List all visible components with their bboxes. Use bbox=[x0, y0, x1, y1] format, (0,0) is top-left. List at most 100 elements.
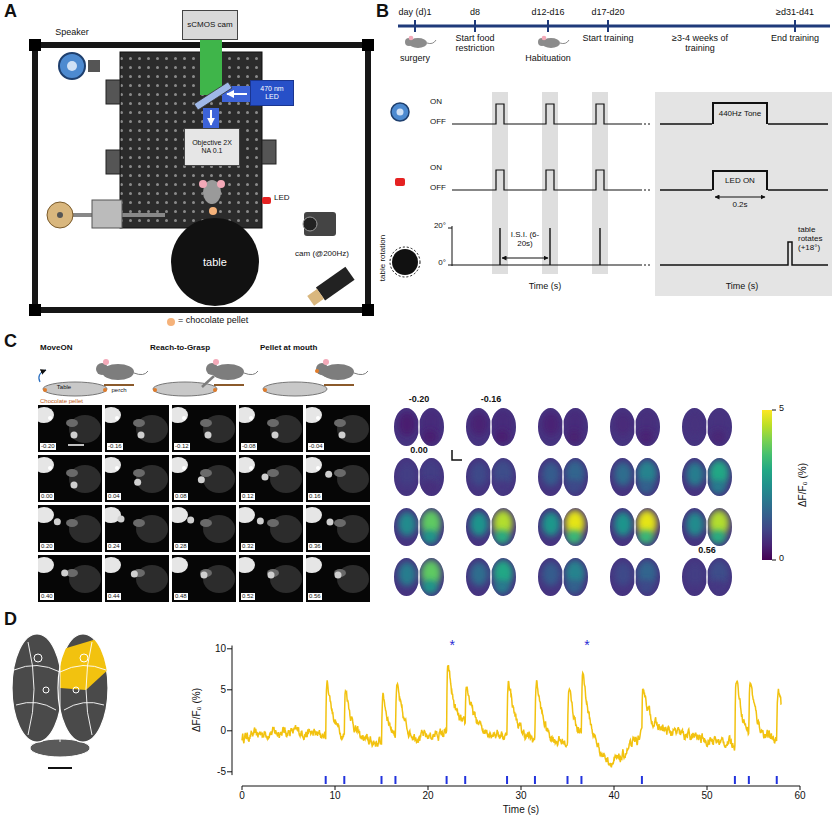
trace-plot-part bbox=[567, 776, 569, 784]
colorbar-tick: 5 bbox=[779, 404, 784, 414]
brain-maps-part-part bbox=[706, 408, 708, 446]
behavior-cartoons bbox=[39, 359, 462, 460]
behavior-cartoons-part-part bbox=[153, 388, 157, 392]
brain-maps-part-part bbox=[470, 512, 488, 536]
angle-label: 0° bbox=[438, 259, 446, 268]
node-text: 440Hz Tone bbox=[719, 110, 762, 119]
brain-maps-part-part bbox=[465, 558, 517, 596]
brain-maps-part-part bbox=[537, 408, 589, 446]
brain-maps-part-part bbox=[634, 508, 636, 546]
brain-maps-part-part bbox=[542, 562, 560, 586]
behavior-cartoons-part-part bbox=[134, 371, 148, 375]
protocol-illustration-part bbox=[640, 265, 652, 266]
time-stamp: 0.40 bbox=[40, 593, 54, 600]
video-frame: 0.40 bbox=[38, 555, 102, 602]
event-label: table rotates (+18°) bbox=[798, 226, 832, 252]
rig-illustration-part bbox=[306, 267, 354, 308]
protocol-illustration-part bbox=[405, 36, 436, 48]
brain-maps-part-part bbox=[710, 430, 726, 444]
protocol-illustration-part bbox=[492, 92, 508, 274]
behavior-cartoons-part-part bbox=[263, 382, 327, 396]
brain-maps-part-part bbox=[422, 530, 438, 544]
rig-illustration-part bbox=[304, 212, 336, 236]
protocol-illustration-part bbox=[768, 189, 828, 191]
protocol-illustration-part bbox=[542, 92, 558, 274]
rig-illustration-part bbox=[209, 207, 217, 215]
panel-label: C bbox=[4, 332, 17, 352]
stage-label: Habituation bbox=[525, 54, 571, 64]
trace-plot-part bbox=[242, 786, 243, 790]
rig-illustration-part bbox=[29, 304, 41, 316]
rig-illustration-part bbox=[59, 53, 85, 79]
trace-plot-part bbox=[227, 730, 232, 731]
brain-maps-part bbox=[465, 558, 517, 596]
rig-illustration-part bbox=[57, 212, 63, 218]
brain-maps-part-part bbox=[706, 458, 708, 496]
trace-plot-part bbox=[506, 776, 508, 784]
brain-maps-part-part bbox=[562, 408, 564, 446]
brain-maps-part bbox=[393, 408, 445, 446]
time-stamp: 0.36 bbox=[308, 543, 322, 550]
rig-illustration-part bbox=[199, 180, 207, 188]
brain-maps-part-part bbox=[634, 458, 636, 496]
led-pulse: LED ON bbox=[712, 170, 768, 190]
protocol-illustration-part bbox=[655, 92, 832, 296]
panel-label: B bbox=[376, 2, 389, 22]
node-text: sCMOS cam bbox=[187, 21, 232, 30]
phase-title: MoveON bbox=[40, 344, 72, 353]
protocol-illustration-part bbox=[391, 103, 409, 121]
colorbar-part bbox=[772, 560, 776, 561]
brain-maps-part-part bbox=[537, 558, 589, 596]
protocol-illustration-part bbox=[547, 20, 549, 32]
brain-maps-part-part bbox=[706, 508, 708, 546]
protocol-illustration-part bbox=[395, 178, 405, 186]
part-label: Table bbox=[57, 384, 71, 391]
cortex-atlas-part bbox=[60, 638, 110, 690]
panel-label: D bbox=[4, 610, 17, 630]
panel-label: A bbox=[4, 2, 17, 22]
rig-illustration-part bbox=[106, 80, 120, 104]
brain-maps-part bbox=[465, 408, 517, 446]
tick-label: 10 bbox=[215, 643, 226, 654]
device-label: cam (@200Hz) bbox=[295, 250, 349, 259]
protocol-illustration-part bbox=[452, 104, 640, 124]
brain-maps-part-part bbox=[542, 512, 560, 536]
video-frame: -0.08 bbox=[239, 405, 303, 452]
tick-label: 60 bbox=[794, 790, 805, 801]
behavior-cartoons-part-part bbox=[104, 384, 134, 386]
brain-maps-part-part bbox=[566, 580, 582, 594]
video-frame: 0.20 bbox=[38, 505, 102, 552]
trace-plot-part bbox=[227, 771, 232, 772]
rig-illustration-part bbox=[362, 39, 374, 51]
time-stamp: 0.48 bbox=[174, 593, 188, 600]
brain-maps-part-part bbox=[542, 462, 560, 486]
behavior-cartoons-part-part bbox=[318, 372, 326, 376]
trace-plot-part bbox=[464, 776, 466, 784]
brain-maps-part bbox=[609, 508, 661, 546]
time-stamp: 0.00 bbox=[40, 493, 54, 500]
brain-maps-part-part bbox=[490, 558, 492, 596]
tick-label: 50 bbox=[701, 790, 712, 801]
colorbar-title: ΔF/F₀ (%) bbox=[797, 463, 808, 507]
brain-maps-part-part bbox=[465, 508, 517, 546]
rig-illustration-part bbox=[362, 304, 374, 316]
phase-title: Reach-to-Grasp bbox=[150, 344, 210, 353]
brain-maps-part-part bbox=[614, 512, 632, 536]
part-label: perch bbox=[111, 387, 126, 394]
behavior-cartoons-part bbox=[452, 450, 462, 460]
brain-maps-part bbox=[393, 508, 445, 546]
brain-maps-part-part bbox=[686, 412, 704, 436]
part-label: Chocolate pellet bbox=[40, 398, 83, 405]
brain-maps bbox=[393, 408, 733, 596]
tick-label: 20 bbox=[422, 790, 433, 801]
cortex-atlas-part bbox=[12, 634, 62, 742]
cortex-atlas-part bbox=[48, 767, 72, 769]
brain-maps-part-part bbox=[465, 408, 517, 446]
time-label: 0.00 bbox=[410, 446, 428, 456]
behavior-cartoons-part-part bbox=[39, 370, 46, 382]
brain-maps-part-part bbox=[681, 558, 733, 596]
protocol-illustration-part bbox=[599, 228, 600, 265]
rig-illustration-part-part bbox=[316, 267, 355, 301]
brain-maps-part-part bbox=[418, 408, 420, 446]
trace-plot-part bbox=[641, 776, 643, 784]
